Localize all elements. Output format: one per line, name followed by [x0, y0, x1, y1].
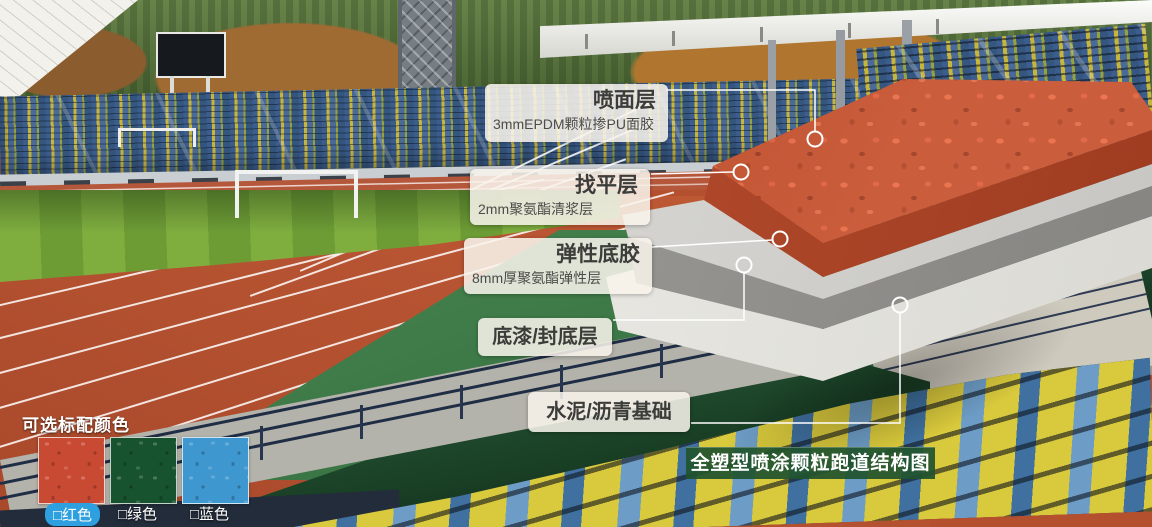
connector-dot-1	[806, 130, 824, 148]
layer-title: 找平层	[575, 174, 638, 197]
swatch-red[interactable]	[38, 437, 105, 504]
label-leveling-layer: 找平层 2mm聚氨酯清浆层	[470, 169, 650, 225]
connector-dot-5	[891, 296, 909, 314]
connector-line-4	[613, 273, 745, 321]
goal-frame	[235, 170, 358, 218]
swatch-label-green[interactable]: □绿色	[118, 506, 158, 523]
diagram-title-banner: 全塑型喷涂颗粒跑道结构图	[686, 447, 935, 479]
roof-strut	[672, 31, 675, 46]
connector-dot-3	[771, 230, 789, 248]
railing-post	[560, 365, 563, 399]
label-elastic-bottom-layer: 弹性底胶 8mm厚聚氨酯弹性层	[464, 238, 652, 294]
connector-dot-2	[732, 163, 750, 181]
railing-post	[360, 405, 363, 439]
scoreboard-screen	[156, 32, 226, 78]
swatch-blue[interactable]	[182, 437, 249, 504]
roof-strut	[936, 19, 939, 34]
label-primer-seal-layer: 底漆/封底层	[478, 318, 612, 356]
far-goal-frame	[118, 128, 196, 147]
connector-line-1	[666, 89, 816, 131]
scoreboard-leg	[206, 76, 210, 98]
swatch-green[interactable]	[110, 437, 177, 504]
connector-line-3	[651, 239, 773, 248]
swatch-label-blue[interactable]: □蓝色	[190, 506, 230, 523]
roof-strut	[848, 23, 851, 38]
label-spray-surface-layer: 喷面层 3mmEPDM颗粒掺PU面胶	[485, 84, 668, 142]
scoreboard-leg	[170, 76, 174, 98]
layer-subtitle: 8mm厚聚氨酯弹性层	[472, 270, 602, 287]
railing-post	[260, 426, 263, 460]
connector-line-5	[691, 313, 901, 424]
layer-title: 喷面层	[593, 89, 656, 112]
swatch-label-red[interactable]: □红色	[45, 503, 101, 526]
layer-title: 弹性底胶	[556, 243, 640, 266]
color-options-title: 可选标配颜色	[22, 416, 130, 435]
label-cement-asphalt-base: 水泥/沥青基础	[528, 392, 690, 432]
layer-subtitle: 2mm聚氨酯清浆层	[478, 201, 594, 218]
roof-strut	[760, 27, 763, 42]
roof-strut	[585, 34, 588, 49]
railing-post	[660, 344, 663, 378]
railing-post	[460, 385, 463, 419]
layer-subtitle: 3mmEPDM颗粒掺PU面胶	[493, 116, 655, 133]
connector-dot-4	[735, 256, 753, 274]
connector-line-2	[650, 171, 734, 175]
